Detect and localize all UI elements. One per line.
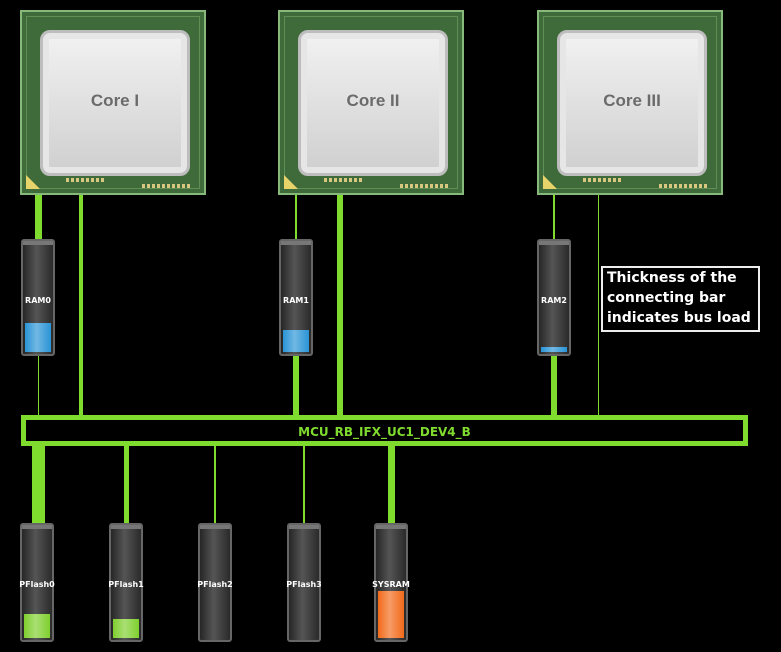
core-i-bus-link	[79, 195, 83, 415]
pin-row	[324, 178, 364, 182]
core-iii-chip[interactable]: Core III	[537, 10, 723, 195]
pin-row	[66, 178, 106, 182]
system-bus[interactable]: MCU_RB_IFX_UC1_DEV4_B	[21, 415, 748, 446]
pin1-marker-icon	[284, 175, 298, 189]
pflash2-bar[interactable]: PFlash2	[197, 523, 233, 642]
ram0-bus-link	[38, 355, 39, 415]
bus-name: MCU_RB_IFX_UC1_DEV4_B	[298, 425, 471, 439]
core-ii-ram1-link	[295, 195, 297, 240]
pflash1-bar[interactable]: PFlash1	[108, 523, 144, 642]
pflash1-load-fill	[113, 619, 139, 638]
sysram-load-fill	[378, 591, 404, 638]
pflash0-bar[interactable]: PFlash0	[19, 523, 55, 642]
core-label: Core III	[603, 91, 661, 110]
ram2-load-fill	[541, 347, 567, 352]
bus-pflash0-link	[32, 446, 45, 524]
flash-label: PFlash0	[19, 580, 55, 589]
bus-pflash3-link	[303, 446, 305, 524]
flash-label: SYSRAM	[372, 580, 410, 589]
pin1-marker-icon	[543, 175, 557, 189]
bar-cap	[281, 241, 311, 245]
pcb-edge	[543, 16, 717, 189]
ram-label: RAM1	[283, 296, 309, 305]
bar-cap	[111, 525, 141, 529]
pin1-marker-icon	[26, 175, 40, 189]
ram-label: RAM0	[25, 296, 51, 305]
ram1-bar[interactable]: RAM1	[279, 239, 313, 356]
bar-cap	[200, 525, 230, 529]
heatspreader: Core III	[557, 30, 707, 176]
bar-cap	[376, 525, 406, 529]
flash-label: PFlash2	[197, 580, 233, 589]
pin-row	[659, 184, 709, 188]
ram2-bar[interactable]: RAM2	[537, 239, 571, 356]
bus-pflash2-link	[214, 446, 216, 524]
bar-cap	[539, 241, 569, 245]
pin-row	[583, 178, 623, 182]
core-i-chip[interactable]: Core I	[20, 10, 206, 195]
flash-label: PFlash3	[286, 580, 322, 589]
ram1-load-fill	[283, 330, 309, 352]
pin-row	[142, 184, 192, 188]
ram2-bus-link	[551, 355, 557, 415]
ram-label: RAM2	[541, 296, 567, 305]
sysram-bar[interactable]: SYSRAM	[372, 523, 410, 642]
core-iii-bus-link	[598, 195, 599, 415]
bar-cap	[22, 525, 52, 529]
core-label: Core I	[90, 91, 140, 110]
pflash3-bar[interactable]: PFlash3	[286, 523, 322, 642]
pcb-edge	[26, 16, 200, 189]
bus-load-note: Thickness of the connecting bar indicate…	[601, 266, 760, 332]
flash-label: PFlash1	[108, 580, 144, 589]
ram0-load-fill	[25, 323, 51, 352]
core-i-ram0-link	[35, 195, 42, 240]
heatspreader: Core II	[298, 30, 448, 176]
bar-cap	[289, 525, 319, 529]
core-ii-bus-link	[337, 195, 343, 415]
pcb-edge	[284, 16, 458, 189]
bus-pflash1-link	[124, 446, 129, 524]
heatspreader: Core I	[40, 30, 190, 176]
pflash0-load-fill	[24, 614, 50, 638]
core-ii-chip[interactable]: Core II	[278, 10, 464, 195]
core-label: Core II	[346, 91, 400, 110]
bar-cap	[23, 241, 53, 245]
bus-sysram-link	[388, 446, 395, 524]
ram0-bar[interactable]: RAM0	[21, 239, 55, 356]
core-iii-ram2-link	[553, 195, 555, 240]
pin-row	[400, 184, 450, 188]
ram1-bus-link	[293, 355, 299, 415]
